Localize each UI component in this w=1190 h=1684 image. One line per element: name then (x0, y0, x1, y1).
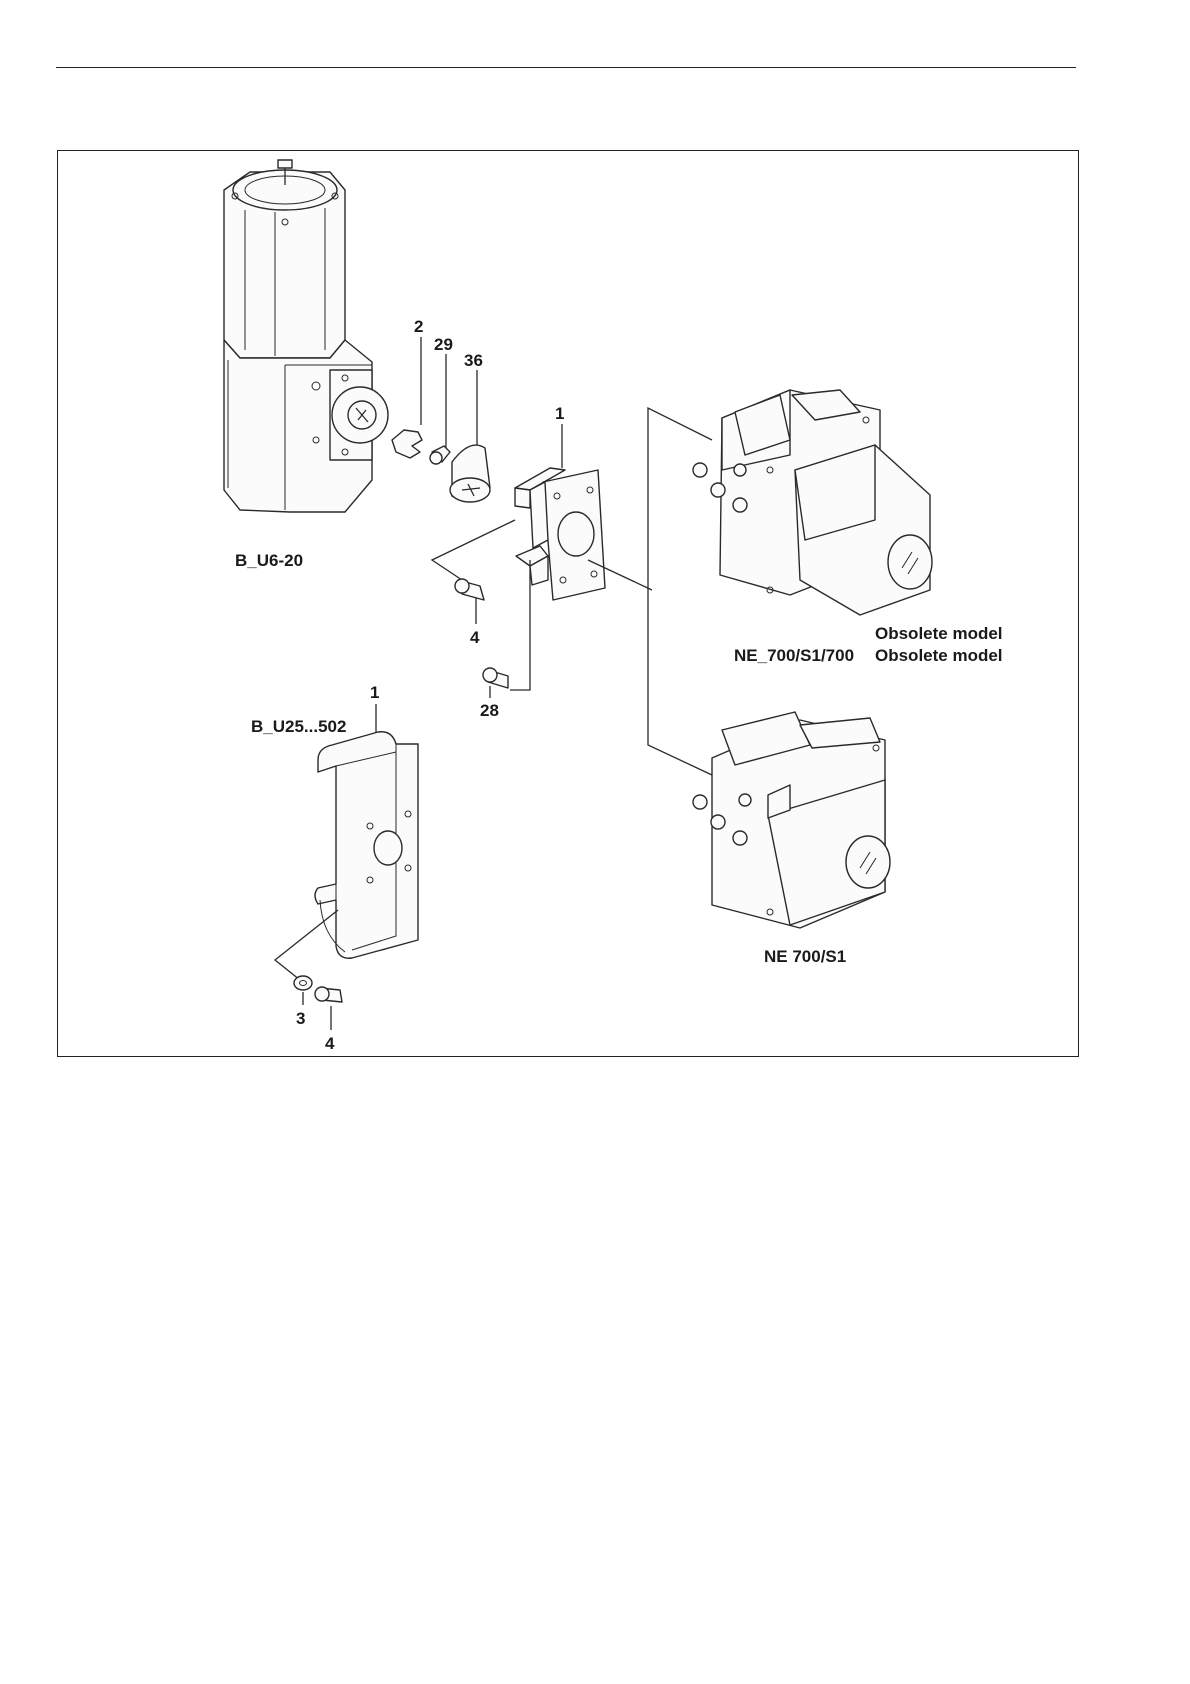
label-b-u25-502: B_U25...502 (251, 717, 346, 736)
actuator-b-u6-20 (224, 160, 388, 512)
label-obsolete-model-2: Obsolete model (875, 646, 1003, 665)
part-1-mounting-bracket (515, 424, 605, 600)
part-29-screw (430, 354, 450, 464)
part-number-3: 3 (296, 1009, 305, 1028)
label-ne-700-s1-700: NE_700/S1/700 (734, 646, 854, 665)
part-number-4-bottom: 4 (325, 1034, 335, 1053)
actuator-ne-700-s1 (693, 712, 890, 928)
part-4-screw-top (455, 579, 484, 624)
part-number-4-top: 4 (470, 628, 480, 647)
part-number-28: 28 (480, 701, 499, 720)
part-number-36: 36 (464, 351, 483, 370)
part-number-1-bottom: 1 (370, 683, 379, 702)
part-3-washer (294, 976, 312, 1005)
label-obsolete-model-1: Obsolete model (875, 624, 1003, 643)
label-ne-700-s1: NE 700/S1 (764, 947, 846, 966)
leader-bottom-fasteners (275, 910, 338, 980)
part-number-1-top: 1 (555, 404, 564, 423)
leader-screw-4-top (432, 520, 515, 580)
actuator-ne-700-s1-700 (693, 390, 932, 615)
part-number-29: 29 (434, 335, 453, 354)
part-2-clip (392, 337, 422, 458)
part-1-u-bracket (315, 732, 418, 959)
part-number-2: 2 (414, 317, 423, 336)
leader-screw-28 (510, 560, 530, 690)
part-28-screw (483, 668, 508, 698)
part-36-coupling (450, 370, 490, 502)
part-4-screw-bottom (315, 987, 342, 1030)
label-b-u6-20: B_U6-20 (235, 551, 303, 570)
